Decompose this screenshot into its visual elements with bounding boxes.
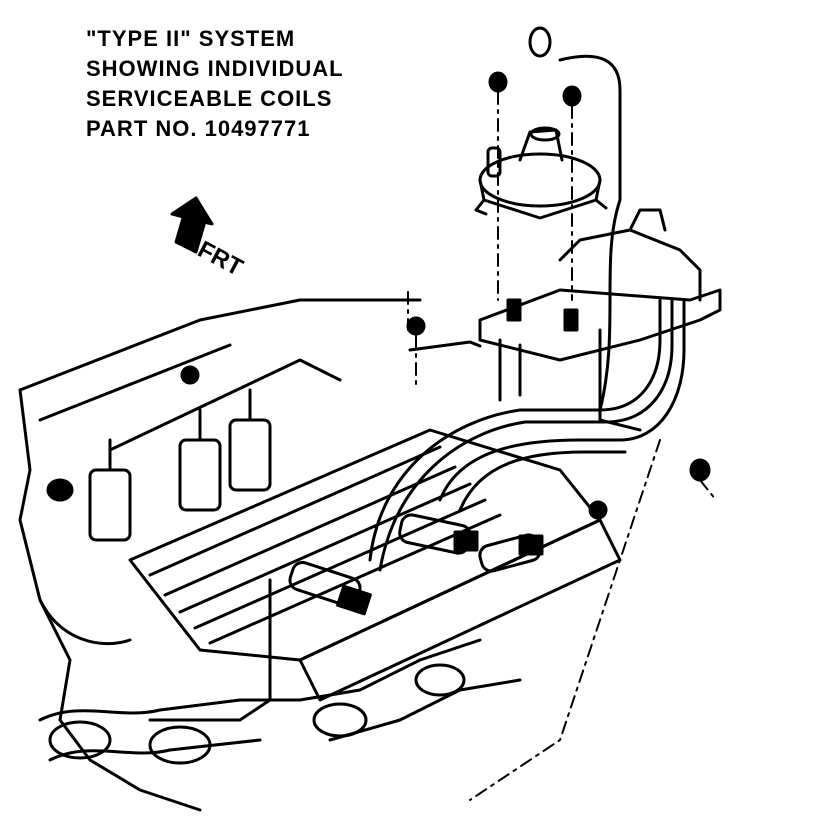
exhaust-manifold [38,638,522,765]
front-arrow-icon [170,196,214,254]
valve-cover [128,428,622,702]
assembly-guide-lines [407,91,717,801]
right-bank-coils [288,513,544,616]
distributor-cap [474,126,608,220]
engine-block [18,298,422,812]
spark-plug-wire-harness [148,54,686,722]
fastener-bolts [406,26,711,520]
caption-line-description: SHOWING INDIVIDUAL [86,56,344,81]
ignition-module-bracket [408,208,722,432]
diagram-caption: "TYPE II" SYSTEM SHOWING INDIVIDUAL SERV… [86,24,344,144]
caption-line-part-number: PART NO. 10497771 [86,116,311,141]
left-bank-coils [46,365,272,542]
caption-line-coils: SERVICEABLE COILS [86,86,333,111]
caption-line-title: "TYPE II" SYSTEM [86,26,296,51]
